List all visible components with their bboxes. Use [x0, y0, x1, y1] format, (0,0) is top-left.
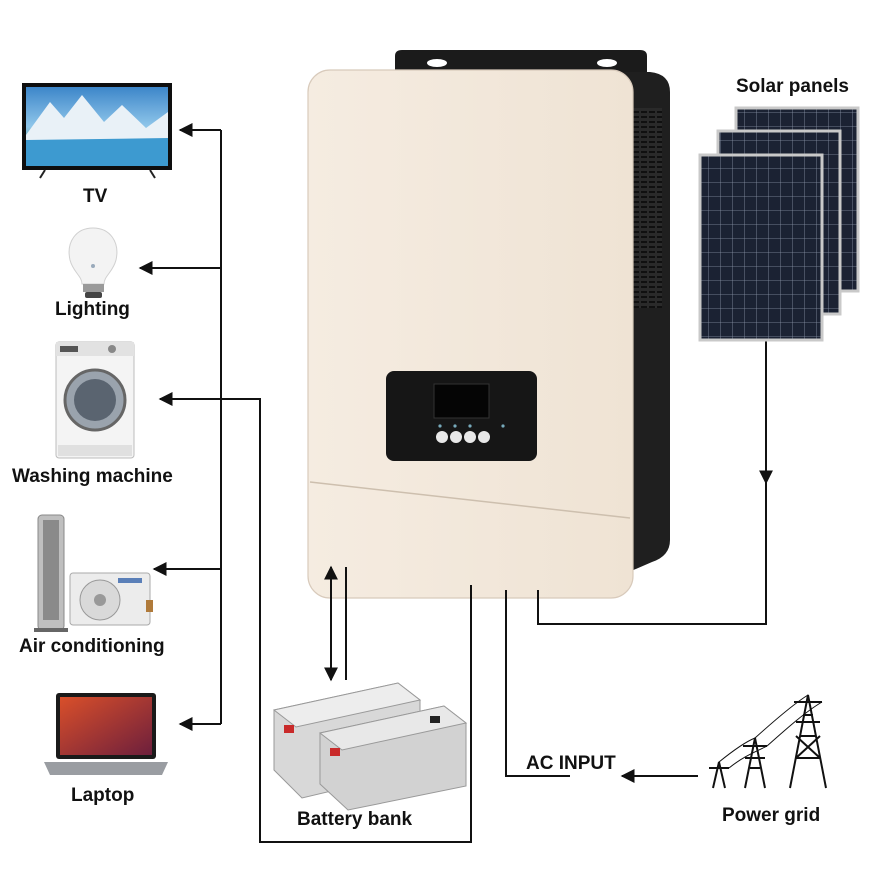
light-bulb-icon	[69, 228, 117, 298]
control-button	[478, 431, 490, 443]
air-conditioning-label: Air conditioning	[19, 636, 165, 658]
laptop-icon	[44, 693, 168, 775]
ac-input-label: AC INPUT	[526, 753, 616, 775]
tv-label: TV	[83, 186, 107, 208]
solar-panels-label: Solar panels	[736, 76, 849, 98]
battery-bank-label: Battery bank	[297, 809, 412, 831]
washing-machine-label: Washing machine	[12, 466, 173, 488]
grid-wiring	[506, 590, 698, 776]
control-button	[450, 431, 462, 443]
control-button	[464, 431, 476, 443]
tv-icon	[22, 83, 172, 178]
battery-bank-icon	[274, 683, 466, 810]
control-button	[436, 431, 448, 443]
washing-machine-icon	[56, 342, 134, 458]
solar-panels-icon	[700, 108, 858, 340]
inverter-unit	[308, 50, 670, 598]
lcd-screen	[434, 384, 489, 418]
laptop-label: Laptop	[71, 785, 134, 807]
inverter-body	[308, 70, 633, 598]
power-grid-icon	[709, 695, 826, 788]
air-conditioner-icon	[34, 515, 153, 632]
power-grid-label: Power grid	[722, 805, 820, 827]
lighting-label: Lighting	[55, 299, 130, 321]
